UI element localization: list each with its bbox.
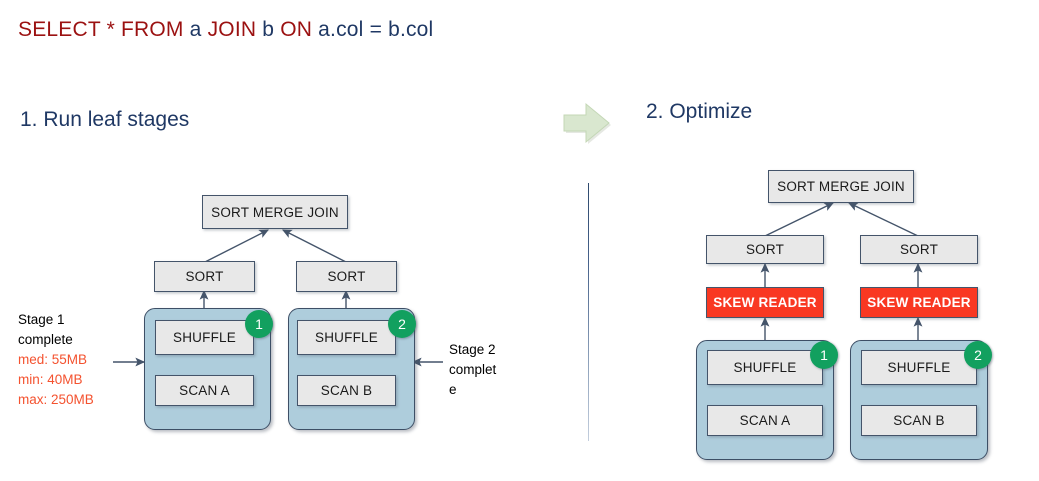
sql-join-predicate: a.col = b.col bbox=[318, 18, 434, 41]
stage-1-annotation-line2: complete bbox=[18, 332, 73, 347]
sql-identifier-b: b bbox=[262, 18, 275, 41]
sql-keyword-select: SELECT bbox=[18, 18, 101, 41]
stage-2-annotation: Stage 2 complet e bbox=[449, 340, 511, 400]
stage-2-annotation-line1: Stage 2 bbox=[449, 342, 496, 357]
node-sort-a-left[interactable]: SORT bbox=[154, 261, 255, 292]
node-scan-a-right[interactable]: SCAN A bbox=[707, 405, 823, 436]
stage-1-stat-min: min: 40MB bbox=[18, 372, 83, 387]
node-shuffle-a-left[interactable]: SHUFFLE bbox=[155, 320, 254, 355]
stage-badge-1-left: 1 bbox=[245, 310, 273, 338]
sql-query-header: SELECT * FROM a JOIN b ON a.col = b.col bbox=[18, 18, 433, 42]
stage-badge-2-left: 2 bbox=[388, 310, 416, 338]
node-shuffle-a-right[interactable]: SHUFFLE bbox=[707, 350, 823, 385]
sql-identifier-a: a bbox=[189, 18, 202, 41]
node-shuffle-b-left[interactable]: SHUFFLE bbox=[297, 320, 396, 355]
sql-keyword-star: * bbox=[106, 18, 115, 41]
sql-keyword-join: JOIN bbox=[207, 18, 257, 41]
node-scan-b-left[interactable]: SCAN B bbox=[297, 375, 396, 406]
stage-2-annotation-line2: complet bbox=[449, 362, 497, 377]
stage-badge-1-right: 1 bbox=[810, 341, 838, 369]
stage-1-stat-max: max: 250MB bbox=[18, 392, 94, 407]
node-skew-reader-b[interactable]: SKEW READER bbox=[860, 287, 978, 318]
sql-keyword-from: FROM bbox=[120, 18, 184, 41]
stage-1-stat-median: med: 55MB bbox=[18, 352, 88, 367]
node-skew-reader-a[interactable]: SKEW READER bbox=[706, 287, 824, 318]
sql-keyword-on: ON bbox=[280, 18, 313, 41]
node-scan-a-left[interactable]: SCAN A bbox=[155, 375, 254, 406]
node-sort-a-right[interactable]: SORT bbox=[706, 235, 824, 264]
node-sort-b-left[interactable]: SORT bbox=[296, 261, 397, 292]
section-title-optimize: 2. Optimize bbox=[646, 100, 753, 123]
section-divider bbox=[588, 183, 590, 441]
stage-2-annotation-line3: e bbox=[449, 382, 457, 397]
section-title-run-leaf-stages: 1. Run leaf stages bbox=[20, 108, 190, 131]
node-sort-merge-join-right[interactable]: SORT MERGE JOIN bbox=[768, 170, 914, 203]
node-sort-merge-join-left[interactable]: SORT MERGE JOIN bbox=[202, 195, 348, 229]
stage-1-annotation: Stage 1 complete med: 55MB min: 40MB max… bbox=[18, 310, 128, 410]
node-sort-b-right[interactable]: SORT bbox=[860, 235, 978, 264]
node-scan-b-right[interactable]: SCAN B bbox=[861, 405, 977, 436]
right-arrow-icon bbox=[562, 100, 614, 148]
stage-badge-2-right: 2 bbox=[964, 341, 992, 369]
node-shuffle-b-right[interactable]: SHUFFLE bbox=[861, 350, 977, 385]
stage-1-annotation-line1: Stage 1 bbox=[18, 312, 65, 327]
